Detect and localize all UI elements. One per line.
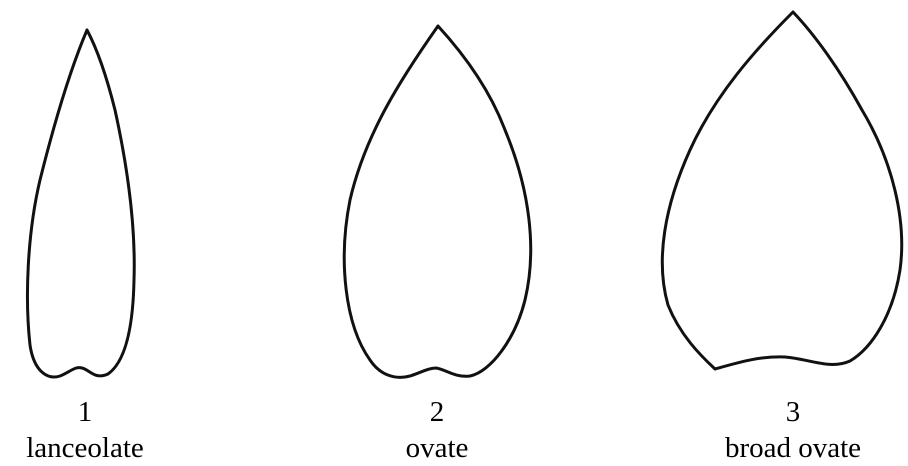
- shape-ovate: 2 ovate: [344, 26, 530, 464]
- shape-name-lanceolate: lanceolate: [26, 432, 144, 464]
- broad-ovate-outline: [662, 12, 901, 369]
- shape-name-broad-ovate: broad ovate: [725, 432, 861, 464]
- shape-broad-ovate: 3 broad ovate: [662, 12, 901, 464]
- shape-number-3: 3: [786, 396, 801, 428]
- shape-number-2: 2: [430, 396, 445, 428]
- lanceolate-outline: [27, 30, 134, 377]
- shape-name-ovate: ovate: [406, 432, 469, 464]
- shape-number-1: 1: [78, 396, 93, 428]
- shape-lanceolate: 1 lanceolate: [26, 30, 144, 464]
- ovate-outline: [344, 26, 530, 377]
